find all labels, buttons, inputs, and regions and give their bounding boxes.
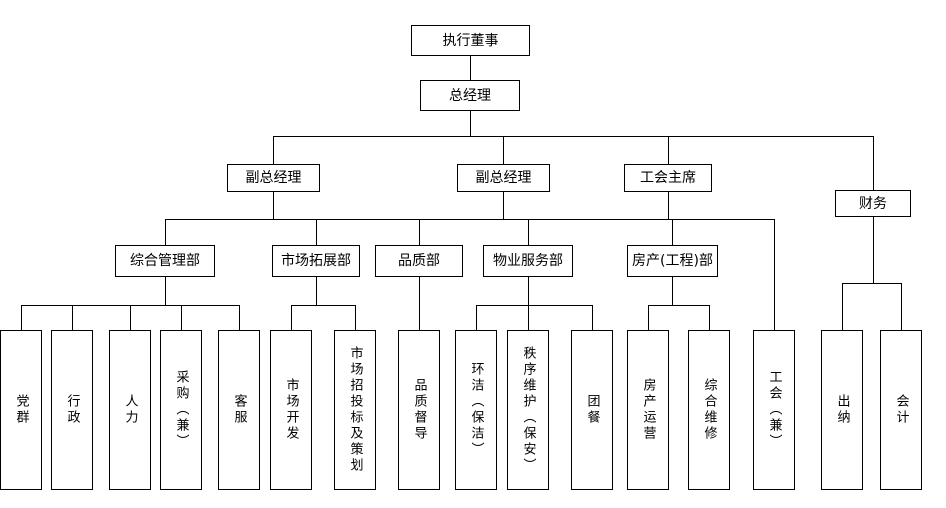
connector [476, 305, 477, 330]
connector [901, 283, 902, 330]
connector [316, 219, 317, 245]
connector [648, 305, 710, 306]
connector [528, 219, 529, 245]
connector [419, 219, 420, 245]
node-label: 物业服务部 [493, 253, 563, 269]
node-label: 副总经理 [245, 170, 302, 186]
connector [528, 277, 529, 330]
node-label: 客服 [231, 394, 247, 426]
connector [648, 305, 649, 330]
connector [165, 219, 166, 245]
node-label: 执行董事 [442, 32, 499, 49]
node-quality-supervision: 品质督导 [398, 330, 440, 490]
node-real-estate-eng-dept: 房产(工程)部 [627, 245, 718, 277]
connector [774, 219, 775, 330]
node-union-chairman: 工会主席 [624, 164, 712, 192]
connector [668, 136, 669, 164]
connector [165, 219, 775, 220]
node-label: 党群 [13, 394, 29, 426]
node-label: 工会（兼） [766, 370, 782, 450]
connector [672, 219, 673, 245]
connector [709, 305, 710, 330]
node-general-maintenance: 综合维修 [688, 330, 730, 490]
node-label: 团餐 [584, 394, 600, 426]
node-label: 房产(工程)部 [632, 253, 713, 269]
node-deputy-gm-1: 副总经理 [227, 164, 320, 192]
node-human-resources: 人力 [109, 330, 151, 490]
node-label: 副总经理 [475, 170, 532, 186]
connector [476, 305, 593, 306]
node-label: 行政 [64, 394, 80, 426]
connector [470, 111, 471, 136]
node-market-expansion-dept: 市场拓展部 [272, 245, 360, 277]
node-market-development: 市场开发 [270, 330, 312, 490]
node-customer-service: 客服 [218, 330, 260, 490]
node-label: 环洁（保洁） [468, 362, 484, 458]
connector [165, 277, 166, 305]
node-label: 采购（兼） [173, 370, 189, 450]
connector [592, 305, 593, 330]
node-label: 会计 [893, 394, 909, 426]
node-label: 品质督导 [411, 378, 427, 442]
node-label: 市场开发 [283, 378, 299, 442]
connector [130, 305, 131, 330]
node-group-catering: 团餐 [571, 330, 613, 490]
node-label: 财务 [859, 195, 887, 212]
connector [21, 305, 22, 330]
node-label: 市场拓展部 [281, 253, 351, 269]
connector [842, 283, 843, 330]
connector [291, 305, 356, 306]
node-label: 房产运营 [640, 378, 656, 442]
node-quality-dept: 品质部 [375, 245, 463, 277]
connector [273, 136, 274, 164]
node-label: 工会主席 [640, 170, 696, 186]
connector [291, 305, 292, 330]
connector [273, 136, 874, 137]
node-market-bidding-planning: 市场招投标及策划 [334, 330, 376, 490]
node-cleaning: 环洁（保洁） [455, 330, 497, 490]
node-label: 人力 [122, 394, 138, 426]
connector [181, 305, 182, 330]
node-property-service-dept: 物业服务部 [483, 245, 573, 277]
connector [672, 277, 673, 305]
node-label: 总经理 [449, 87, 491, 104]
node-general-mgmt-dept: 综合管理部 [115, 245, 215, 277]
connector [239, 305, 240, 330]
connector [72, 305, 73, 330]
node-accountant: 会计 [880, 330, 922, 490]
node-label: 综合管理部 [130, 253, 200, 269]
node-procurement: 采购（兼） [160, 330, 202, 490]
connector [316, 277, 317, 305]
node-deputy-gm-2: 副总经理 [457, 164, 550, 192]
node-security: 秩序维护（保安） [507, 330, 549, 490]
node-property-operation: 房产运营 [627, 330, 669, 490]
connector [873, 136, 874, 190]
node-label: 秩序维护（保安） [520, 346, 536, 474]
node-administration: 行政 [51, 330, 93, 490]
node-general-manager: 总经理 [420, 80, 520, 111]
connector [470, 56, 471, 80]
node-label: 市场招投标及策划 [347, 346, 363, 474]
node-executive-director: 执行董事 [411, 25, 530, 56]
connector [419, 277, 420, 330]
connector [355, 305, 356, 330]
node-label: 品质部 [398, 253, 440, 269]
node-party-group: 党群 [0, 330, 42, 490]
node-label: 出纳 [834, 394, 850, 426]
connector [873, 217, 874, 283]
node-label: 综合维修 [701, 378, 717, 442]
connector [842, 283, 902, 284]
connector [273, 192, 274, 219]
connector [668, 192, 669, 219]
node-finance: 财务 [835, 190, 911, 217]
node-labor-union: 工会（兼） [753, 330, 795, 490]
node-cashier: 出纳 [821, 330, 863, 490]
connector [503, 136, 504, 164]
connector [503, 192, 504, 219]
